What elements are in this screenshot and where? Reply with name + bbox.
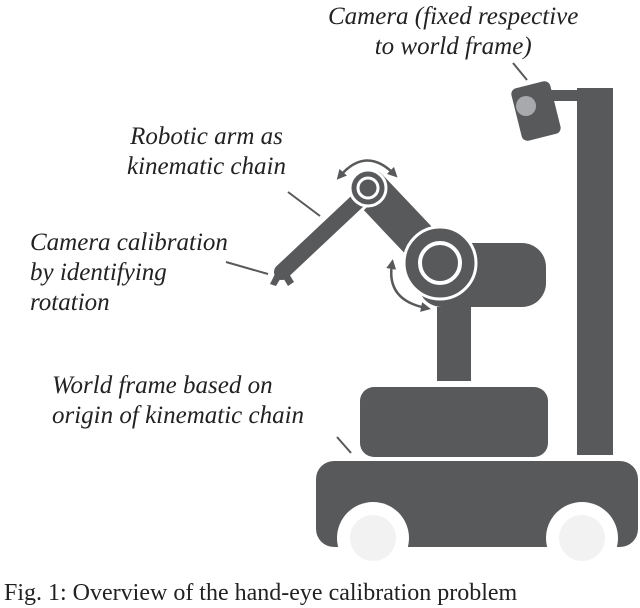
arm-label-line-1: Robotic arm as — [130, 123, 283, 150]
camera-label: Camera (fixed respective to world frame) — [328, 2, 578, 62]
calibration-label: Camera calibration by identifying rotati… — [30, 228, 228, 318]
wheel-left-hub — [350, 515, 396, 561]
arm-leader-line — [287, 191, 321, 217]
gripper — [270, 268, 294, 286]
camera-mount-bar — [548, 90, 580, 101]
camera-leader-line — [512, 62, 528, 81]
calibration-leader-line — [225, 261, 269, 275]
shoulder-rotation-arrow — [386, 259, 431, 312]
calibration-label-line-3: rotation — [30, 289, 110, 316]
camera-lens — [516, 96, 536, 116]
elbow-joint — [348, 168, 388, 208]
shoulder-joint — [402, 225, 478, 301]
figure-caption: Fig. 1: Overview of the hand-eye calibra… — [4, 580, 518, 606]
wheel-right-hub — [559, 515, 605, 561]
camera-mast — [577, 88, 613, 455]
robot-lift-column — [437, 307, 471, 381]
calibration-label-line-1: Camera calibration — [30, 229, 228, 256]
camera-label-line-2: to world frame) — [374, 33, 532, 60]
robot-torso — [360, 387, 548, 457]
world-frame-label-line-1: World frame based on — [52, 372, 273, 399]
calibration-label-line-2: by identifying — [30, 259, 167, 286]
world-leader-line — [336, 436, 352, 454]
elbow-rotation-arrow — [336, 159, 398, 180]
world-frame-label-line-2: origin of kinematic chain — [52, 402, 305, 429]
arm-label: Robotic arm as kinematic chain — [127, 122, 286, 182]
camera-body — [511, 81, 561, 141]
camera-label-line-1: Camera (fixed respective — [328, 3, 579, 30]
arm-label-line-2: kinematic chain — [127, 153, 286, 180]
world-frame-label: World frame based on origin of kinematic… — [52, 371, 304, 431]
forearm-fill — [274, 186, 373, 280]
